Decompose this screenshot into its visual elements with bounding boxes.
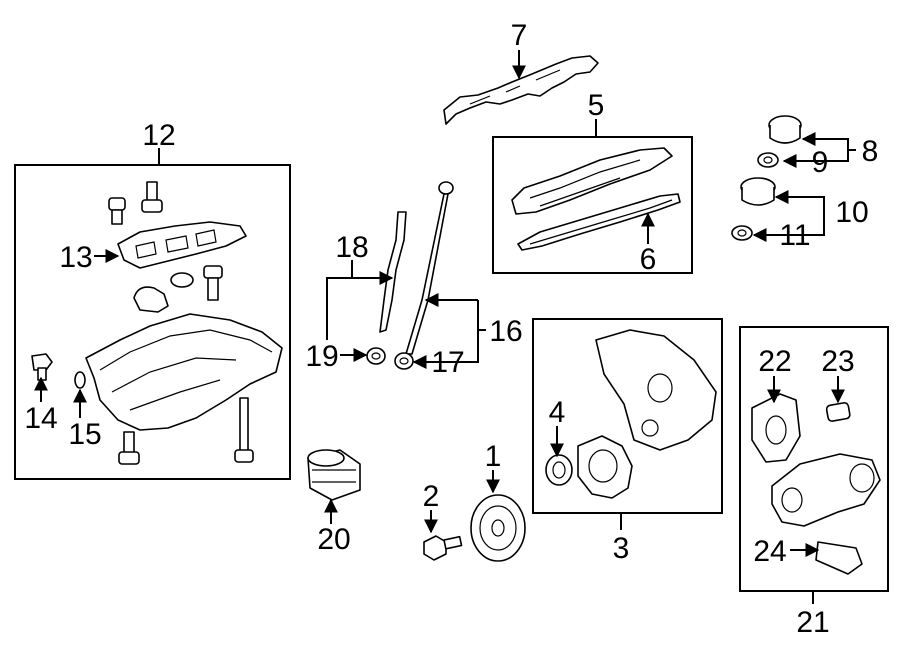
- pulley-bolt-part[interactable]: [423, 535, 463, 561]
- callout-14: 14: [24, 402, 57, 435]
- dipstick-16-part[interactable]: [405, 181, 454, 355]
- leader-lines: [34, 50, 856, 604]
- callout-1: 1: [485, 440, 502, 473]
- sensor-24-part[interactable]: [815, 541, 863, 575]
- water-outlet-part[interactable]: [771, 453, 881, 527]
- callout-9: 9: [812, 146, 829, 179]
- dipstick-tube-18-part[interactable]: [379, 211, 407, 333]
- callout-18: 18: [335, 231, 368, 264]
- callout-21: 21: [796, 606, 829, 639]
- callout-22: 22: [758, 345, 791, 378]
- callout-numbers: 7 5 6 8 9 10 11 12 13 14 15 18 19 16 17 …: [24, 19, 878, 639]
- pan-bolt-top-part[interactable]: [141, 181, 163, 213]
- gasket-22-part[interactable]: [751, 393, 801, 463]
- callout-3: 3: [613, 532, 630, 565]
- cap-seal-11-part[interactable]: [731, 225, 753, 241]
- plug-part[interactable]: [170, 272, 194, 288]
- callout-6: 6: [640, 243, 657, 276]
- callout-8: 8: [862, 135, 879, 168]
- callout-12: 12: [142, 119, 175, 152]
- cap-seal-9-part[interactable]: [757, 152, 779, 168]
- timing-cover-part[interactable]: [595, 329, 717, 451]
- front-seal-part[interactable]: [545, 454, 573, 486]
- crank-pulley-part[interactable]: [470, 494, 526, 562]
- callout-2: 2: [423, 480, 440, 513]
- pan-bolt-short-part[interactable]: [108, 197, 126, 225]
- heat-shield-part[interactable]: [443, 55, 599, 125]
- callout-4: 4: [549, 396, 566, 429]
- seal-housing-part[interactable]: [577, 435, 633, 499]
- callout-23: 23: [821, 345, 854, 378]
- baffle-plate-part[interactable]: [117, 221, 247, 269]
- drain-seal-15-part[interactable]: [74, 371, 86, 389]
- callout-13: 13: [59, 241, 92, 274]
- oil-pump-pickup-part[interactable]: [133, 286, 169, 313]
- sensor-23-part[interactable]: [825, 402, 851, 422]
- valve-cover-part[interactable]: [511, 147, 673, 215]
- drain-bolt-14-part[interactable]: [31, 353, 53, 381]
- oil-filler-cap-part[interactable]: [768, 115, 802, 144]
- valve-cover-group-box: [492, 136, 693, 274]
- callout-17: 17: [431, 346, 464, 379]
- callout-20: 20: [317, 523, 350, 556]
- callout-10: 10: [835, 196, 868, 229]
- seal-17-part[interactable]: [394, 352, 414, 370]
- callout-7: 7: [511, 19, 528, 52]
- callout-11: 11: [779, 219, 810, 252]
- oil-filler-cap-10-part[interactable]: [740, 177, 776, 206]
- pan-bolt-mid-part[interactable]: [203, 265, 223, 301]
- oil-filter-part[interactable]: [307, 449, 361, 501]
- callout-15: 15: [68, 418, 101, 451]
- callout-24: 24: [753, 535, 786, 568]
- pan-bolt-bottom-part[interactable]: [118, 431, 140, 465]
- callout-5: 5: [588, 89, 605, 122]
- callout-19: 19: [305, 340, 338, 373]
- timing-cover-group-box: [532, 318, 723, 514]
- oil-pan-part[interactable]: [85, 313, 283, 431]
- oil-pan-group-box: [14, 164, 291, 480]
- valve-cover-gasket-part[interactable]: [517, 193, 681, 251]
- seal-19-part[interactable]: [366, 347, 386, 365]
- pan-bolt-long-part[interactable]: [234, 397, 254, 463]
- callout-16: 16: [489, 315, 522, 348]
